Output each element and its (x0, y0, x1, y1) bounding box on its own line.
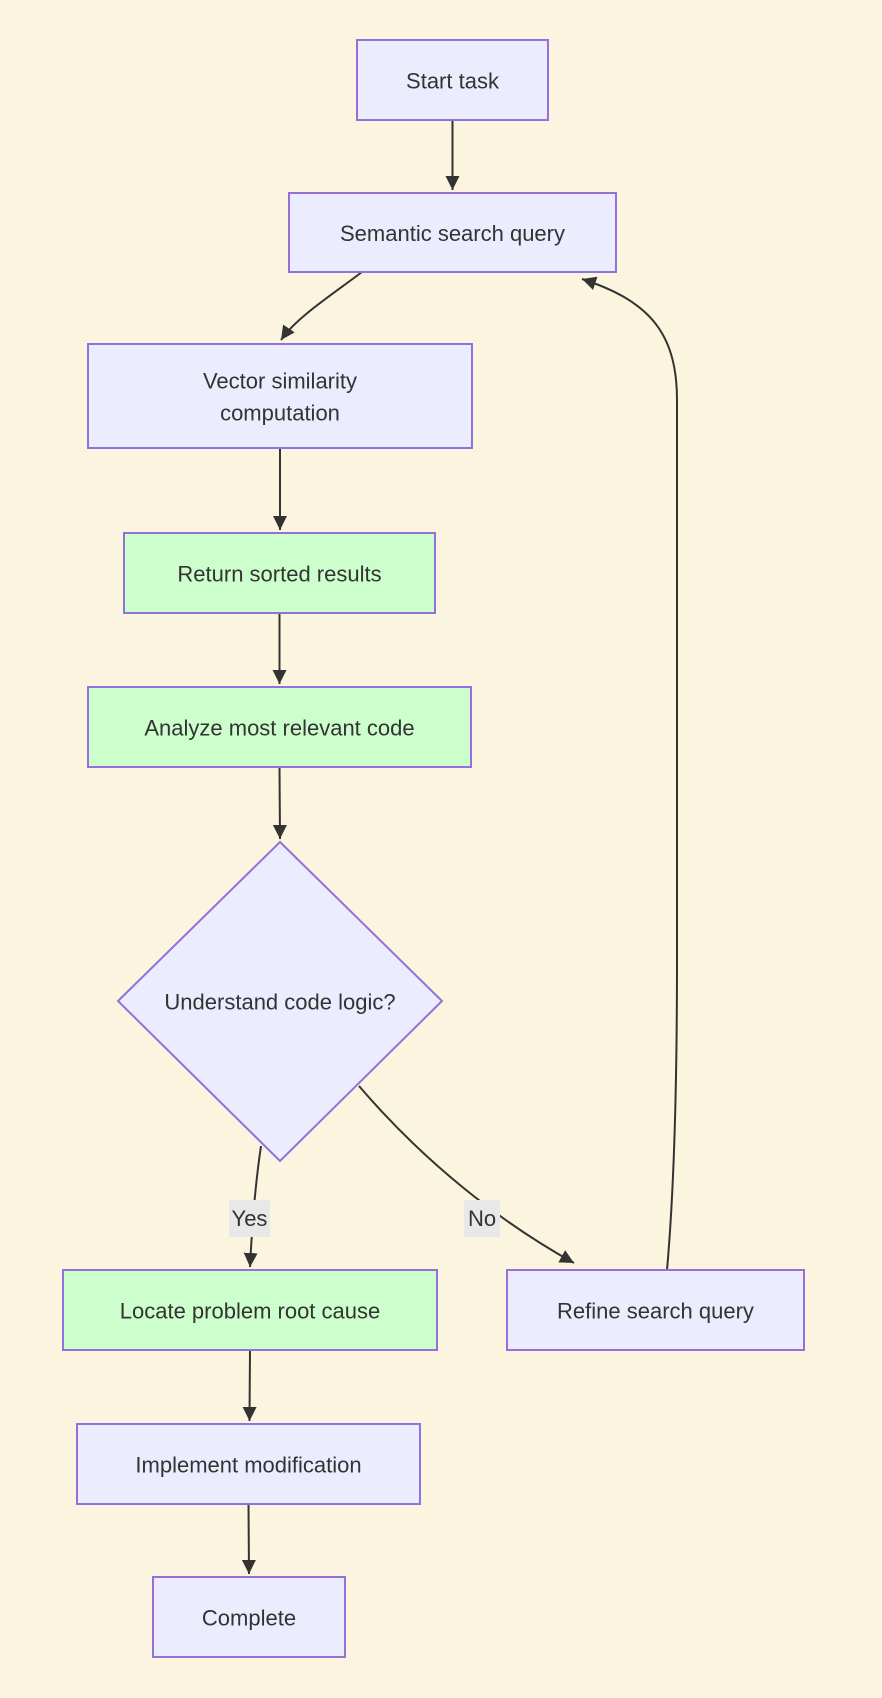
node-start-label: Start task (406, 69, 500, 94)
node-vector-similarity: Vector similarity computation (87, 343, 473, 449)
node-implement-modification: Implement modification (76, 1423, 421, 1505)
node-understand-logic-shape (116, 840, 444, 1163)
node-return-results-label: Return sorted results (177, 562, 381, 587)
edges (241, 120, 678, 1575)
node-complete-label: Complete (202, 1606, 296, 1631)
node-vector-similarity-label-line2: computation (220, 401, 340, 426)
edge-implement-modification-to-complete (241, 1503, 256, 1575)
node-understand-logic: Understand code logic? (116, 840, 444, 1163)
node-return-results: Return sorted results (123, 532, 436, 614)
edge-label-yes: Yes (229, 1200, 270, 1237)
edge-locate-root-cause-to-implement-modification (242, 1349, 257, 1422)
edge-label-no: No (464, 1200, 500, 1237)
node-semantic-search-label: Semantic search query (340, 221, 565, 246)
node-implement-modification-label: Implement modification (135, 1453, 361, 1478)
node-semantic-search: Semantic search query (288, 192, 617, 273)
node-start-shape (356, 39, 549, 121)
edge-understand-logic-no-to-refine-query (358, 1085, 575, 1264)
edge-label-no-background (464, 1200, 500, 1237)
edge-semantic-search-to-vector-similarity (280, 271, 363, 341)
node-semantic-search-shape (288, 192, 617, 273)
node-analyze-code-label: Analyze most relevant code (144, 716, 414, 741)
node-locate-root-cause-label: Locate problem root cause (120, 1299, 381, 1324)
node-locate-root-cause: Locate problem root cause (62, 1269, 438, 1351)
node-locate-root-cause-shape (62, 1269, 438, 1351)
edge-analyze-code-to-understand-logic (272, 766, 287, 840)
node-complete-shape (152, 1576, 346, 1658)
node-vector-similarity-shape (87, 343, 473, 449)
node-complete: Complete (152, 1576, 346, 1658)
node-understand-logic-label: Understand code logic? (164, 990, 395, 1015)
edge-label-yes-text: Yes (232, 1206, 268, 1231)
node-analyze-code-shape (87, 686, 472, 768)
edge-label-no-text: No (468, 1206, 496, 1231)
edge-label-yes-background (229, 1200, 270, 1237)
node-refine-query-shape (506, 1269, 805, 1351)
node-analyze-code: Analyze most relevant code (87, 686, 472, 768)
node-vector-similarity-label-line1: Vector similarity (203, 369, 357, 394)
node-return-results-shape (123, 532, 436, 614)
node-implement-modification-shape (76, 1423, 421, 1505)
node-refine-query-label: Refine search query (557, 1299, 754, 1324)
node-start: Start task (356, 39, 549, 121)
edge-refine-query-to-semantic-search (581, 276, 678, 1271)
node-refine-query: Refine search query (506, 1269, 805, 1351)
